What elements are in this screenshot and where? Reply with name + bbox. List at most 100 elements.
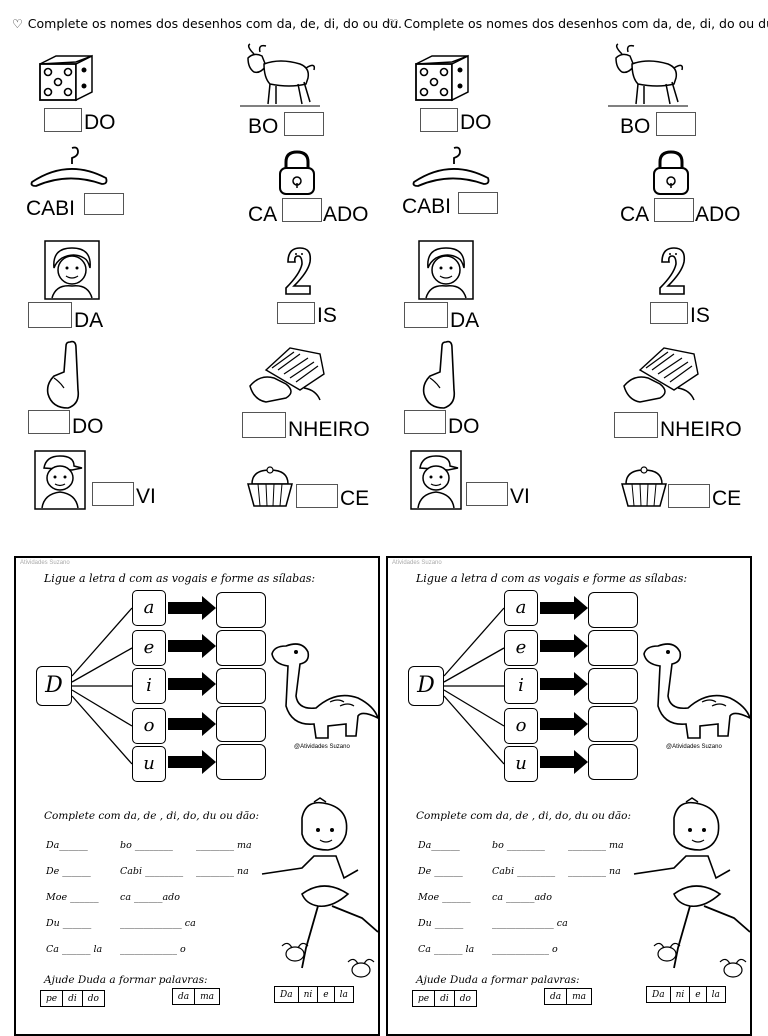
word-suffix: IS [317,304,337,327]
answer-box[interactable] [404,302,448,328]
money-icon [249,347,325,403]
syllable-answer-box[interactable] [216,744,266,780]
bee-icon [281,942,309,962]
complete-title: Complete com da, de , di, do, du ou dão: [416,810,632,822]
answer-box[interactable] [656,112,696,136]
answer-box[interactable] [458,192,498,214]
fill-blank: bo ________ [120,840,173,851]
word-suffix: DO [72,415,104,438]
answer-box[interactable] [28,410,70,434]
syllable-cell: da [543,988,568,1005]
syllable-answer-box[interactable] [588,744,638,780]
goat-icon [608,43,688,107]
goat-icon [240,43,320,107]
bee-icon [347,958,375,978]
answer-box[interactable] [282,198,322,222]
hanger-icon [30,146,108,187]
syllable-cell: e [689,986,707,1003]
boy-icon [34,450,86,510]
finger-icon [46,340,80,409]
answer-box[interactable] [404,410,446,434]
dinosaur-icon [271,643,380,739]
fill-blank: Du ______ [46,918,92,929]
answer-box[interactable] [668,484,710,508]
word-prefix: CA [620,203,650,226]
help-title: Ajude Duda a formar palavras: [44,974,208,986]
syllable-table: Da ni e la [274,986,354,1003]
lady-icon [44,240,100,300]
answer-box[interactable] [420,108,458,132]
letter-box: D [408,666,444,706]
word-suffix: DA [74,309,104,332]
vowel-box: i [132,668,166,704]
word-prefix: CABI [26,197,76,220]
ballerina-icon [261,797,379,969]
answer-box[interactable] [28,302,72,328]
fill-blank: Da______ [418,840,460,851]
fill-blank: ________ ma [568,840,624,851]
syllable-cell: ni [669,986,691,1003]
word-suffix: CE [712,487,742,510]
answer-box[interactable] [242,412,286,438]
word-prefix: CABI [402,195,452,218]
answer-box[interactable] [92,482,134,506]
help-title: Ajude Duda a formar palavras: [416,974,580,986]
fill-blank: ca ______ado [492,892,552,903]
fill-blank: ________ ma [196,840,252,851]
lady-icon [418,240,474,300]
watermark: Atividades Suzano [20,560,70,566]
fill-blank: bo ________ [492,840,545,851]
connector-lines [443,596,588,774]
word-prefix: BO [620,115,651,138]
exercise-sheet-right: ♡Complete os nomes dos desenhos com da, … [384,0,768,540]
word-suffix: VI [136,485,156,508]
complete-title: Complete com da, de , di, do, du ou dão: [44,810,260,822]
syllable-answer-box[interactable] [216,668,266,704]
syllable-answer-box[interactable] [216,630,266,666]
answer-box[interactable] [284,112,324,136]
syllable-cell: ma [566,988,593,1005]
answer-box[interactable] [466,482,508,506]
answer-box[interactable] [84,193,124,215]
instruction-line: ♡Complete os nomes dos desenhos com da, … [12,16,402,31]
ballerina-icon [633,797,751,969]
syllable-answer-box[interactable] [216,706,266,742]
fill-blank: ________ na [568,866,621,877]
syllable-cell: da [171,988,196,1005]
syllable-table: da ma [543,988,593,1005]
syllable-cell: la [333,986,354,1003]
word-suffix: DA [450,309,480,332]
worksheet-title: Ligue a letra d com as vogais e forme as… [416,572,688,585]
word-suffix: VI [510,485,530,508]
syllable-table: pe di do [411,990,477,1007]
answer-box[interactable] [614,412,658,438]
vowel-box: i [504,668,538,704]
vowel-box: o [504,708,538,744]
syllable-answer-box[interactable] [588,592,638,628]
syllable-cell: di [62,990,83,1007]
syllable-cell: e [317,986,335,1003]
fill-blank: Cabi ________ [492,866,556,877]
syllable-answer-box[interactable] [588,630,638,666]
answer-box[interactable] [44,108,82,132]
syllable-answer-box[interactable] [216,592,266,628]
syllable-answer-box[interactable] [588,706,638,742]
answer-box[interactable] [654,198,694,222]
dino-caption: @Atividades Suzano [294,744,350,750]
answer-box[interactable] [296,484,338,508]
instruction-text: Complete os nomes dos desenhos com da, d… [403,16,768,31]
instruction-text: Complete os nomes dos desenhos com da, d… [27,16,402,31]
bee-icon [653,942,681,962]
vowel-box: a [504,590,538,626]
money-icon [623,347,699,403]
answer-box[interactable] [277,302,315,324]
word-suffix: NHEIRO [660,418,742,441]
syllable-cell: do [453,990,477,1007]
answer-box[interactable] [650,302,688,324]
boy-icon [410,450,462,510]
syllable-answer-box[interactable] [588,668,638,704]
dino-caption: @Atividades Suzano [666,744,722,750]
syllable-cell: ma [194,988,221,1005]
padlock-icon [653,150,689,195]
fill-blank: ____________ o [120,944,186,955]
